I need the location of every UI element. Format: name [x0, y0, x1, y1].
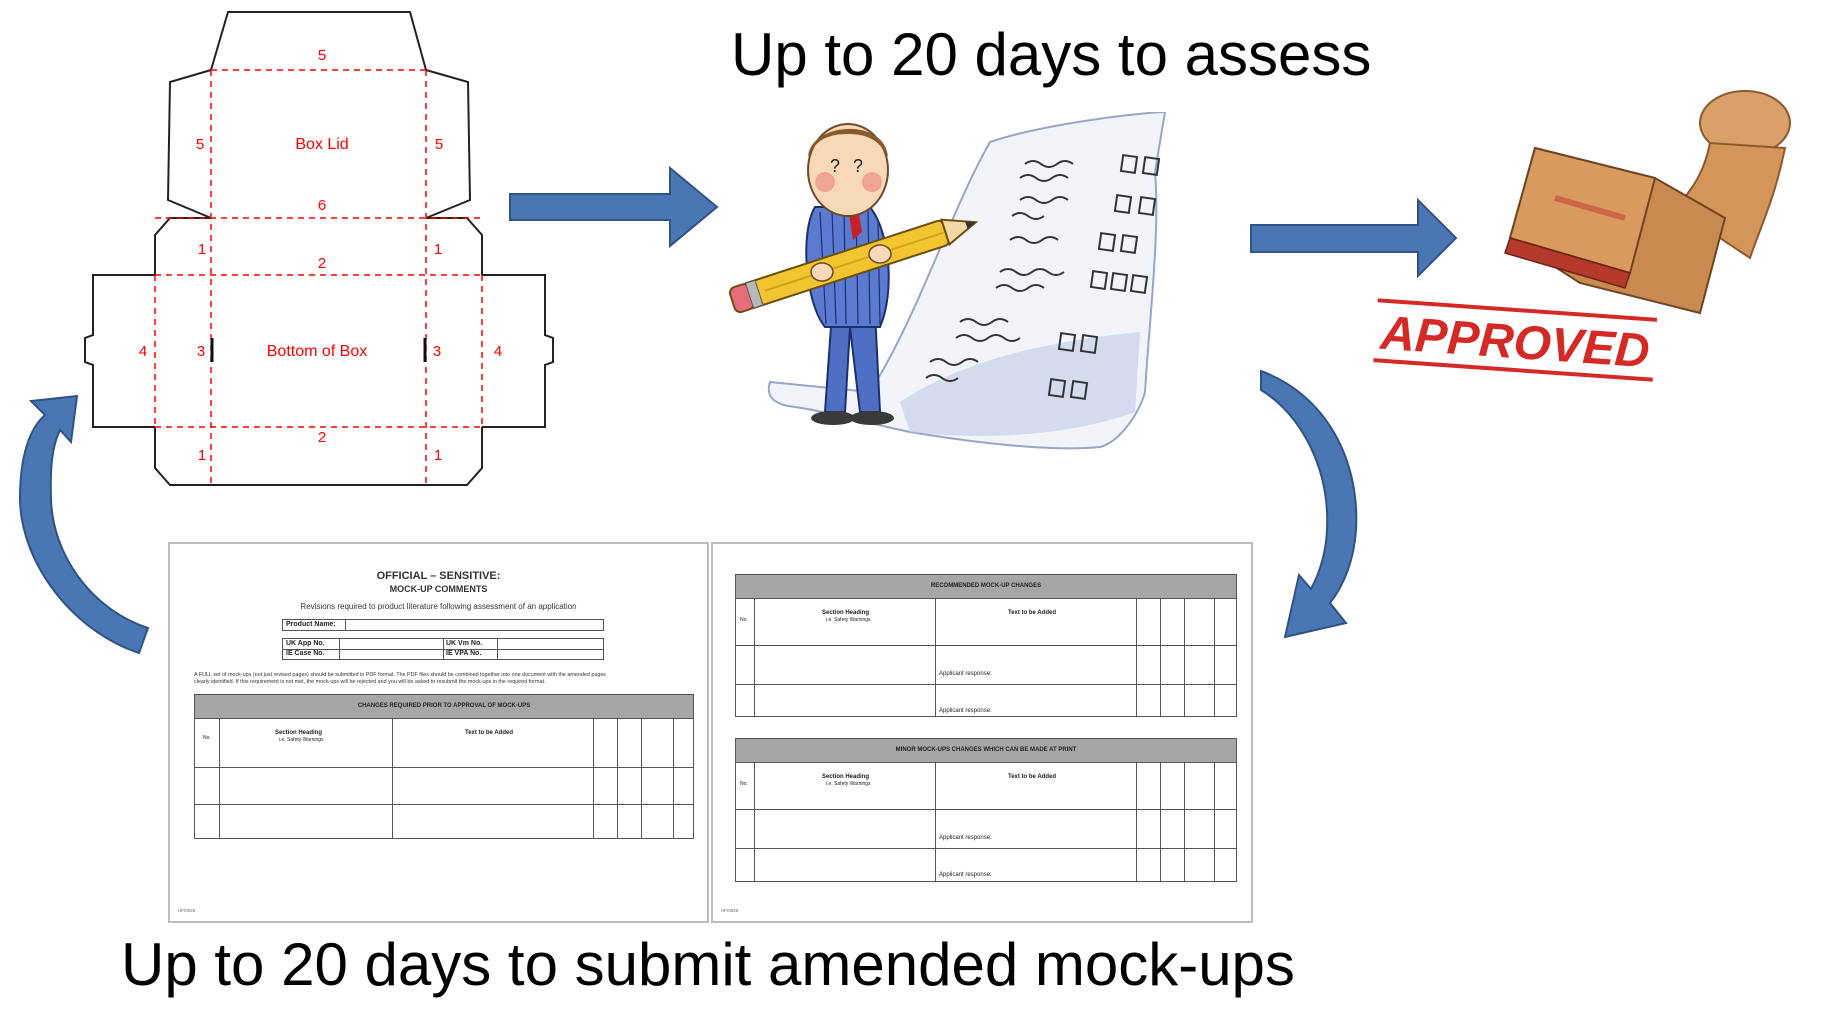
changes-required-table: CHANGES REQUIRED PRIOR TO APPROVAL OF MO…	[194, 694, 694, 839]
doc-instructions-2: clearly identified. If this requirement …	[194, 679, 545, 685]
recommended-changes-table: RECOMMENDED MOCK-UP CHANGES No. Section …	[735, 574, 1237, 717]
svg-text:?: ?	[853, 156, 863, 176]
doc-footer: HF/0026	[721, 908, 738, 913]
assessor-illustration: ? ?	[720, 112, 1185, 462]
curved-arrow-icon	[20, 396, 148, 653]
curved-arrow-icon	[1261, 371, 1356, 637]
mockup-comments-page-2: RECOMMENDED MOCK-UP CHANGES No. Section …	[711, 542, 1253, 923]
approved-stamp-illustration: APPROVED	[1355, 88, 1832, 403]
doc-title: OFFICIAL – SENSITIVE:	[170, 570, 707, 582]
doc-intro: Revisions required to product literature…	[170, 602, 707, 611]
svg-text:?: ?	[830, 156, 840, 176]
doc-subtitle: MOCK-UP COMMENTS	[170, 584, 707, 594]
doc-instructions-1: A FULL set of mock-ups (not just revised…	[194, 672, 606, 678]
reference-numbers-box: UK App No. IE Case No. UK Vm No. IE VPA …	[282, 638, 604, 660]
mockup-comments-page-1: OFFICIAL – SENSITIVE: MOCK-UP COMMENTS R…	[168, 542, 709, 923]
product-name-box: Product Name:	[282, 619, 604, 631]
doc-footer: HF/0026	[178, 908, 195, 913]
right-arrow-icon	[510, 168, 717, 246]
minor-changes-table: MINOR MOCK-UPS CHANGES WHICH CAN BE MADE…	[735, 738, 1237, 882]
